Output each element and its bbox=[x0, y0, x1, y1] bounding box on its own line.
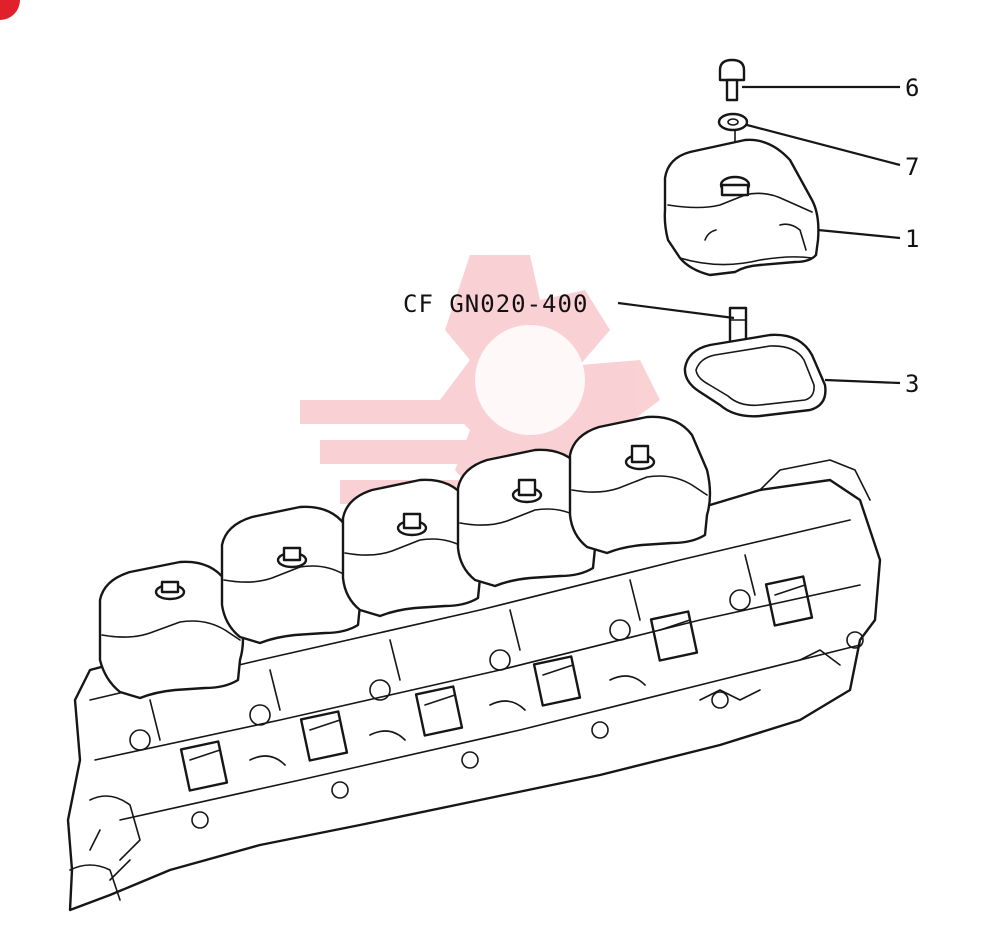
part-gasket-3 bbox=[683, 333, 827, 418]
part-washer-7 bbox=[717, 112, 749, 132]
leader-3 bbox=[824, 378, 901, 385]
head-detail-lines bbox=[89, 554, 841, 881]
leader-ref bbox=[617, 301, 735, 320]
leader-7 bbox=[746, 123, 901, 167]
callout-1: 1 bbox=[905, 225, 920, 253]
head-bolt-bosses bbox=[129, 589, 864, 829]
part-rocker-cover-1 bbox=[663, 138, 820, 277]
rocker-covers-row bbox=[98, 415, 712, 700]
corner-badge-icon bbox=[0, 0, 20, 20]
reference-label: CF GN020-400 bbox=[403, 290, 588, 318]
leader-1 bbox=[817, 228, 901, 240]
part-bolt-6 bbox=[718, 58, 746, 102]
callout-3: 3 bbox=[905, 370, 920, 398]
callout-6: 6 bbox=[905, 74, 920, 102]
port-openings bbox=[179, 575, 814, 792]
callout-7: 7 bbox=[905, 153, 920, 181]
